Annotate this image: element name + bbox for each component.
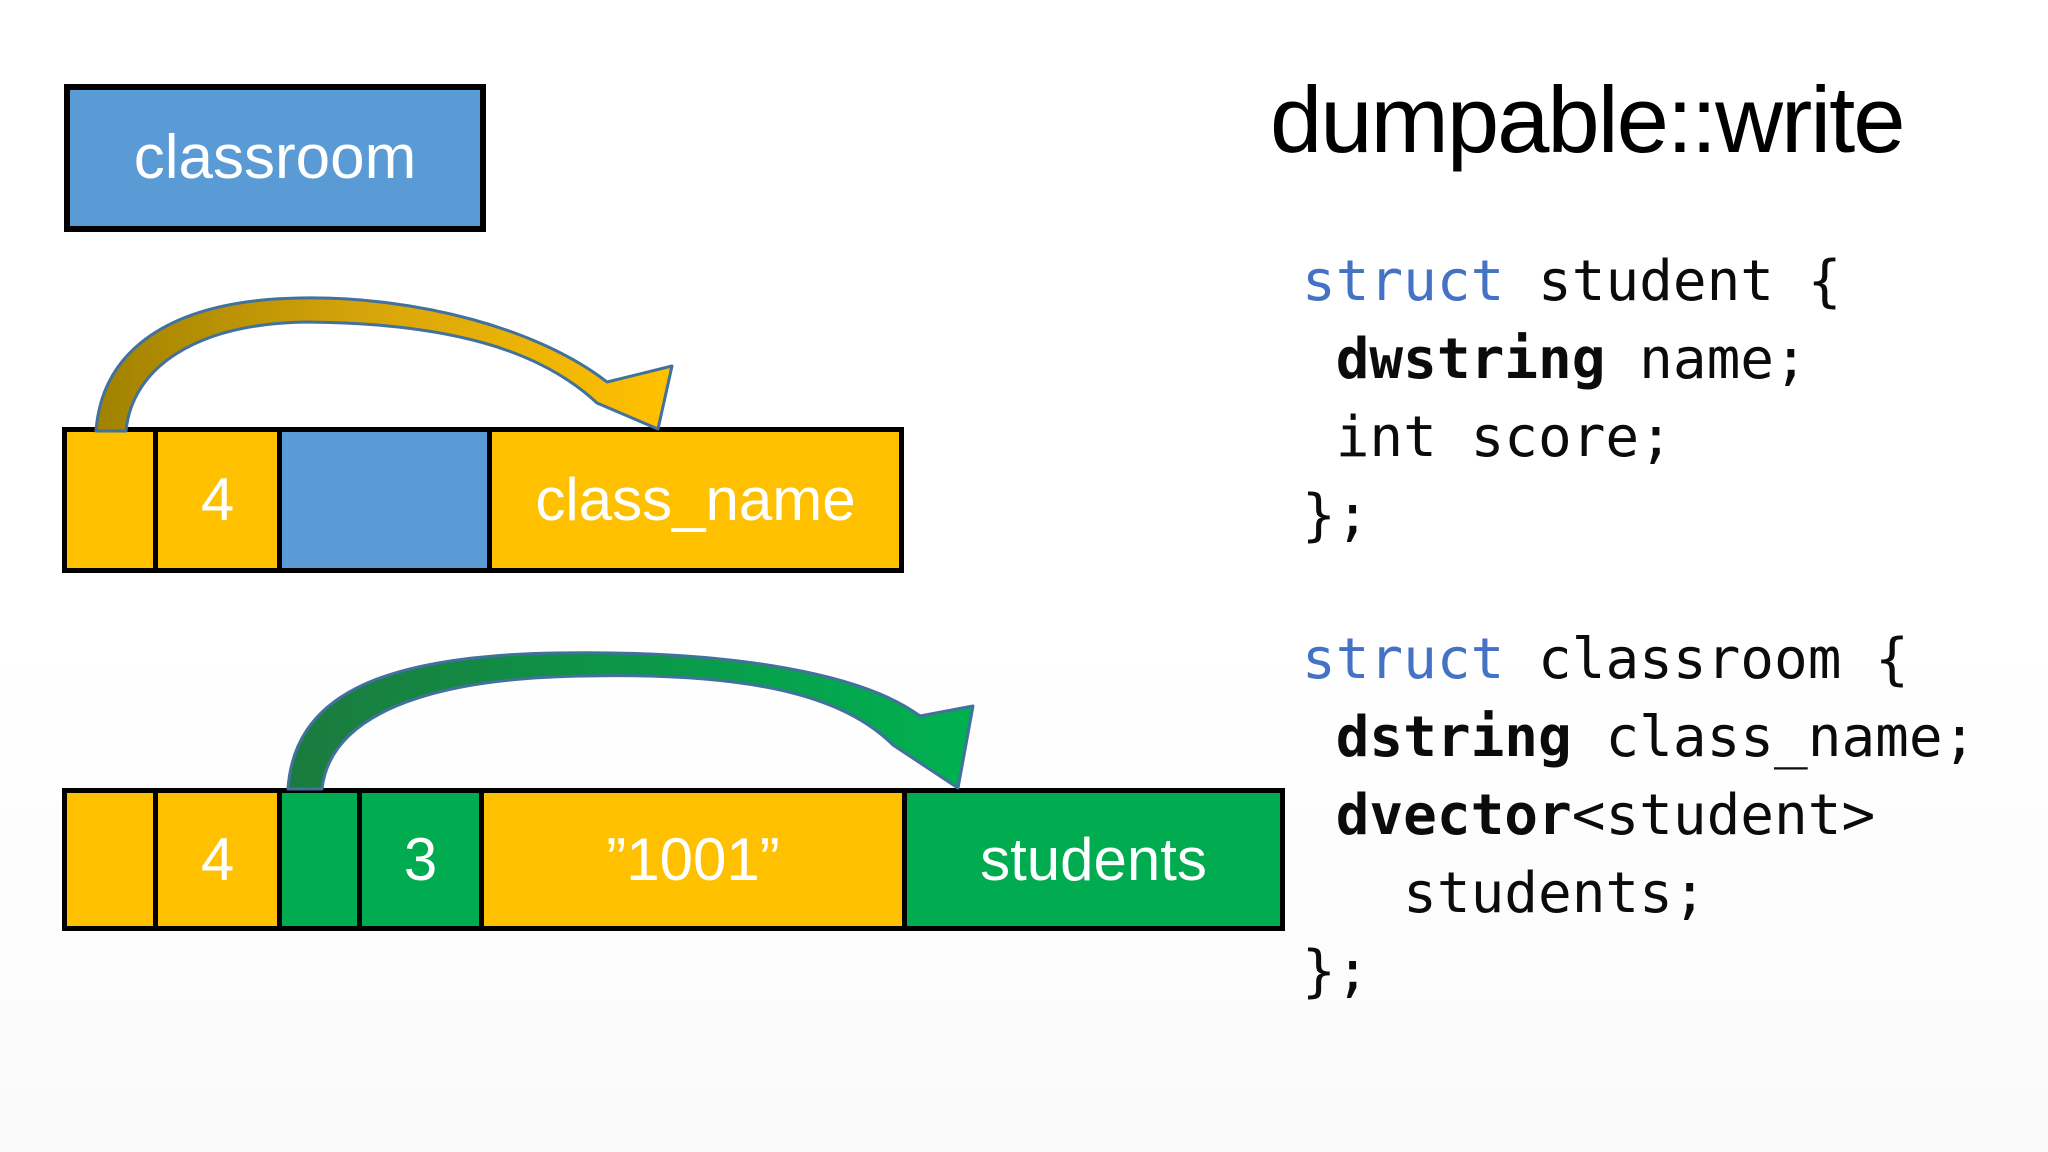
code-block-classroom: struct classroom { dstring class_name; d… — [1302, 621, 1976, 1011]
bar1-length-cell: 4 — [158, 432, 282, 568]
code-line: dstring class_name; — [1335, 705, 1977, 770]
code-line: students; — [1302, 861, 1707, 926]
dvector-layout-bar: 4 3 ”1001” students — [62, 788, 1285, 931]
classroom-box: classroom — [64, 84, 486, 232]
code-line: struct classroom { — [1302, 627, 1909, 692]
code-line: struct student { — [1302, 249, 1842, 314]
bar2-classname-value-cell: ”1001” — [484, 793, 907, 926]
dstring-offset-arrow — [94, 296, 674, 433]
code-line: int score; — [1302, 405, 1673, 470]
bar1-classname-cell: class_name — [492, 432, 899, 568]
bar1-offset-cell — [67, 432, 158, 568]
code-line: dvector<student> — [1335, 783, 1876, 848]
bar2-vector-offset-cell — [282, 793, 362, 926]
code-line: }; — [1302, 483, 1370, 548]
bar2-offset-cell — [67, 793, 158, 926]
dvector-offset-arrow — [286, 651, 975, 791]
code-block-student: struct student { dwstring name; int scor… — [1302, 243, 1841, 555]
classroom-box-label: classroom — [133, 123, 417, 192]
code-line: dwstring name; — [1335, 327, 1808, 392]
bar1-fixed-data-cell — [282, 432, 492, 568]
bar2-students-cell: students — [907, 793, 1280, 926]
bar2-length-cell: 4 — [158, 793, 282, 926]
dstring-layout-bar: 4 class_name — [62, 427, 904, 573]
bar2-count-cell: 3 — [362, 793, 484, 926]
slide-title: dumpable::write — [1270, 67, 1906, 172]
code-line: }; — [1302, 939, 1370, 1004]
